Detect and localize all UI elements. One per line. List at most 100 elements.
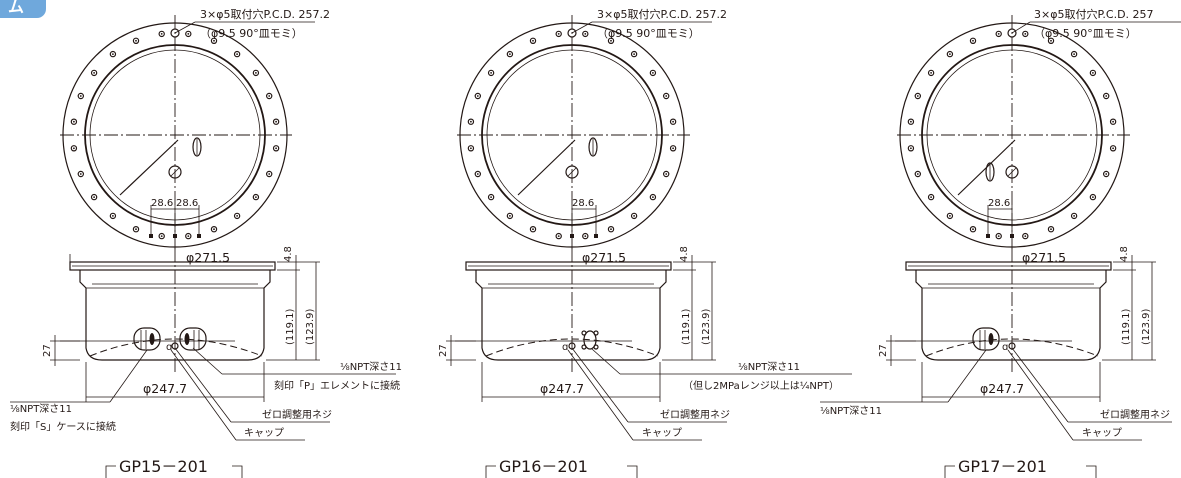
dim-pitch: 28.6 [988,198,1010,209]
bolt-hole-center [652,196,654,199]
bolt-hole [663,170,670,178]
bolt-hole [1089,193,1097,201]
bolt-hole-center [949,215,951,217]
bolt-hole-center [610,228,612,231]
bolt-hole-center [160,33,163,35]
bolt-hole-center [652,72,654,74]
side-view-gp15: ɑ 4.8 (119.1) (123.9) φ271.5 27 φ247.7 [42,246,320,402]
bolt-hole-center [93,72,95,74]
bolt-hole-center [633,215,635,217]
dim-diameter-body: φ247.7 [540,381,584,396]
bolt-hole [582,232,589,240]
dim-pitch: 28.6 [572,198,594,209]
bolt-hole [995,232,1002,240]
bolt-hole [649,69,657,77]
bolt-hole [233,212,241,220]
zero-screw-label: ゼロ調整用ネジ [1100,408,1170,421]
front-view-gp15: 28.6 28.6 3×φ5取付穴P.C.D. 257.2 （φ9.5 90°皿… [60,7,330,252]
dim-diameter-body: φ247.7 [143,381,187,396]
bolt-hole [555,30,562,38]
bolt-hole-center [1024,235,1027,238]
drawing-gp15: 28.6 28.6 3×φ5取付穴P.C.D. 257.2 （φ9.5 90°皿… [10,7,402,478]
bolt-hole-center [112,53,114,55]
bolt-hole-center [213,39,215,42]
bolt-hole [467,118,475,125]
mount-holes-countersink: （φ9.5 90°皿モミ） [1034,27,1137,40]
dim-pitch-right: 28.6 [176,198,198,209]
bolt-hole-center [1105,173,1108,175]
bolt-hole-center [236,215,239,217]
bolt-hole-center [1073,215,1075,217]
model-title: GP16－201 [499,457,588,476]
bolt-hole-center [584,33,587,35]
bolt-hole-center [490,196,492,199]
bolt-hole-center [1105,95,1108,97]
bolt-hole [252,193,260,201]
bolt-hole [109,50,117,58]
dim-top-thickness: 4.8 [283,246,294,262]
callouts-gp15: ⅛NPT深さ11 刻印「P」エレメントに接続 ⅛NPT深さ11 刻印「S」ケース… [10,347,402,441]
bolt-hole-center [532,39,534,42]
bolt-hole-center [93,196,95,199]
dim-top-thickness: 4.8 [1119,246,1130,262]
dim-height-outer: (123.9) [701,308,712,345]
bolt-hole-center [275,147,277,150]
mount-holes-countersink: （φ9.5 90°皿モミ） [200,27,303,40]
bolt-hole [506,212,514,220]
dim-height-inner: (119.1) [285,308,296,345]
model-title: GP15－201 [119,457,208,476]
bolt-hole-center [73,147,75,150]
bolt-hole [487,193,495,201]
dim-height-outer: (123.9) [1141,308,1152,345]
bolt-hole [487,69,495,77]
front-view-gp16: 28.6 3×φ5取付穴P.C.D. 257.2 （φ9.5 90°皿モミ） [457,7,727,252]
bolt-hole [158,30,165,38]
dim-port-height: 27 [42,344,53,357]
mount-holes-label: 3×φ5取付穴P.C.D. 257.2 [200,7,330,21]
bolt-hole [1070,50,1078,58]
bolt-hole-center [79,173,82,175]
bolt-hole-center [476,173,479,175]
npt-p-label: ⅛NPT深さ11 [340,361,402,373]
bolt-hole [506,50,514,58]
bolt-hole [630,50,638,58]
zero-screw-label: ゼロ調整用ネジ [660,408,730,421]
bolt-hole [914,170,922,178]
bolt-hole-center [633,53,635,55]
bolt-hole [210,225,218,233]
cap-label: キャップ [244,427,284,439]
bolt-hole [70,145,78,152]
bolt-hole [649,193,657,201]
bolt-hole [90,69,98,77]
front-view-gp17: 28.6 3×φ5取付穴P.C.D. 257 （φ9.5 90°皿モミ） [897,7,1181,252]
svg-text:ɑ: ɑ [562,342,568,353]
dim-height-outer: (123.9) [305,308,316,345]
npt-s-label: ⅛NPT深さ11 [10,403,72,415]
bolt-hole-center [930,196,932,199]
bolt-hole [607,225,615,233]
bolt-hole-center [1092,72,1094,74]
bolt-hole [669,118,677,125]
bolt-hole-center [1112,147,1114,150]
bolt-hole-center [910,120,912,123]
bolt-hole [185,30,192,38]
bolt-hole [158,232,165,240]
bolt-hole-center [557,235,560,238]
bolt-hole [914,92,922,100]
bolt-hole [582,30,589,38]
bolt-hole-center [1112,120,1114,123]
bolt-hole [1022,232,1029,240]
side-view-gp16: ɑ 4.8 (119.1) (123.9) φ271.5 27 φ247.7 [438,246,716,402]
bolt-hole-center [255,72,257,74]
bolt-hole-center [255,196,257,199]
bolt-hole [132,37,140,45]
dim-height-inner: (119.1) [1121,308,1132,345]
bolt-hole-center [160,235,163,238]
mount-holes-label: 3×φ5取付穴P.C.D. 257 [1034,7,1154,21]
bolt-hole [969,225,977,233]
bolt-hole-center [135,228,137,231]
bolt-hole [969,37,977,45]
drawing-gp17: 28.6 3×φ5取付穴P.C.D. 257 （φ9.5 90°皿モミ） ɑ [820,7,1181,478]
bolt-hole-center [557,33,560,35]
